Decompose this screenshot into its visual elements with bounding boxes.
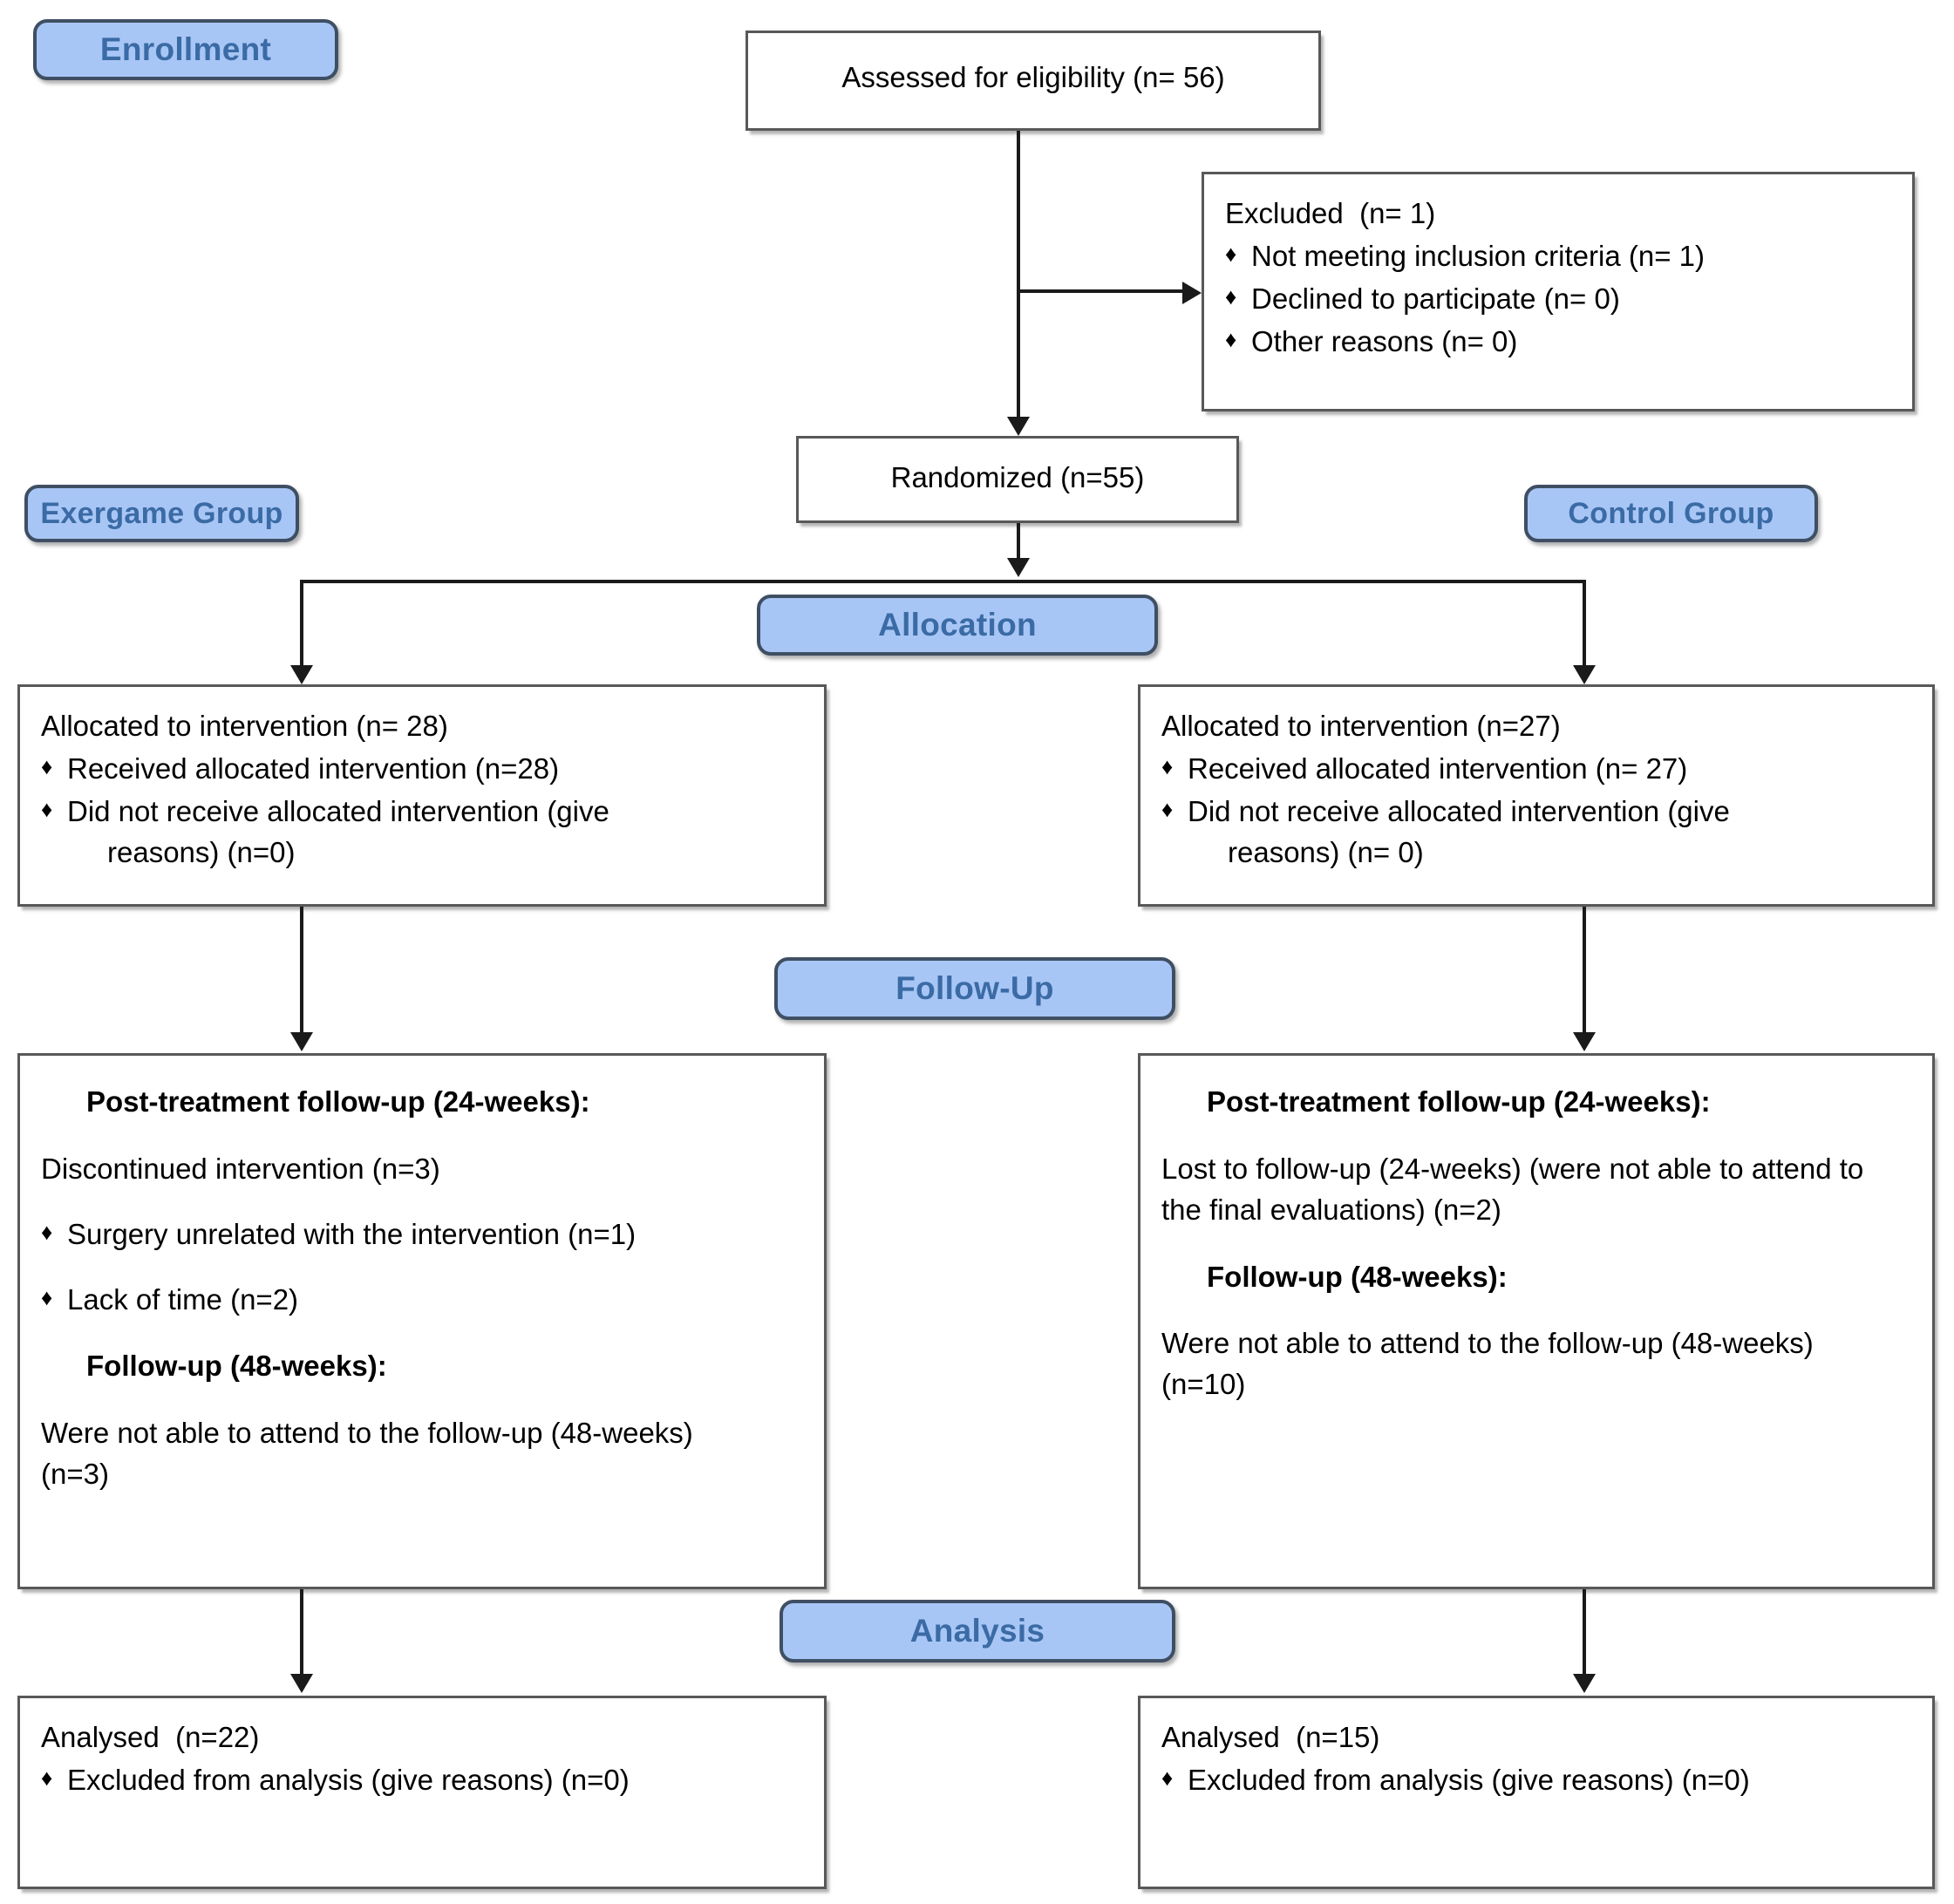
allocation-left-item: ♦ Did not receive allocated intervention… [41, 792, 803, 874]
arrowhead-into-randomized [1007, 417, 1030, 436]
box-analysis-right: Analysed (n=15) ♦ Excluded from analysis… [1138, 1696, 1935, 1889]
connector-split-bus [300, 580, 1586, 583]
box-randomized: Randomized (n=55) [796, 436, 1239, 523]
diamond-bullet-icon: ♦ [41, 752, 53, 779]
arrowhead-into-follow-up-right [1573, 1032, 1596, 1051]
diamond-bullet-icon: ♦ [1161, 1764, 1174, 1791]
follow-up-right-line-48: Were not able to attend to the follow-up… [1161, 1327, 1821, 1401]
excluded-reason-item: ♦ Not meeting inclusion criteria (n= 1) [1225, 236, 1891, 277]
allocation-left-item-continuation: reasons) (n=0) [107, 835, 296, 868]
connector-split-to-allocation-right [1583, 580, 1586, 665]
allocation-right-item-text: Did not receive allocated intervention (… [1188, 794, 1730, 827]
box-follow-up-left: Post-treatment follow-up (24-weeks): Dis… [17, 1053, 827, 1589]
excluded-reason-text: Declined to participate (n= 0) [1251, 282, 1620, 315]
follow-up-left-heading-48: Follow-up (48-weeks): [86, 1350, 387, 1383]
connector-follow-up-to-analysis-right [1583, 1589, 1586, 1676]
allocation-right-item-continuation: reasons) (n= 0) [1228, 835, 1424, 868]
arm-label-control: Control Group [1524, 485, 1818, 542]
follow-up-right-heading-48: Follow-up (48-weeks): [1207, 1260, 1508, 1293]
arm-label-control-text: Control Group [1568, 496, 1774, 530]
stage-label-follow-up-text: Follow-Up [895, 970, 1054, 1006]
follow-up-left-item-text: Surgery unrelated with the intervention … [67, 1217, 637, 1250]
connector-split-to-allocation-left [300, 580, 303, 665]
diamond-bullet-icon: ♦ [41, 1764, 53, 1791]
follow-up-left-item-text: Lack of time (n=2) [67, 1282, 299, 1316]
arrowhead-into-split-bus [1007, 558, 1030, 577]
stage-label-allocation-text: Allocation [878, 607, 1037, 643]
follow-up-left-item: ♦ Lack of time (n=2) [41, 1280, 803, 1321]
diamond-bullet-icon: ♦ [1225, 240, 1237, 267]
stage-label-enrollment-text: Enrollment [99, 31, 272, 67]
connector-assessed-to-randomized [1017, 131, 1020, 417]
allocation-left-item: ♦ Received allocated intervention (n=28) [41, 749, 803, 790]
arm-label-exergame-text: Exergame Group [40, 496, 283, 530]
allocation-right-heading: Allocated to intervention (n=27) [1161, 710, 1561, 742]
excluded-reason-item: ♦ Other reasons (n= 0) [1225, 322, 1891, 363]
allocation-left-item-text: Did not receive allocated intervention (… [67, 794, 609, 827]
box-assessed-for-eligibility: Assessed for eligibility (n= 56) [746, 31, 1321, 131]
arrowhead-into-analysis-left [290, 1674, 313, 1693]
stage-label-analysis: Analysis [780, 1600, 1175, 1663]
analysis-left-item: ♦ Excluded from analysis (give reasons) … [41, 1760, 803, 1801]
stage-label-allocation: Allocation [757, 595, 1158, 656]
diamond-bullet-icon: ♦ [41, 1218, 53, 1245]
allocation-right-item-text: Received allocated intervention (n= 27) [1188, 751, 1688, 785]
allocation-left-item-text: Received allocated intervention (n=28) [67, 751, 560, 785]
arm-label-exergame: Exergame Group [24, 485, 299, 542]
connector-follow-up-to-analysis-left [300, 1589, 303, 1676]
analysis-right-heading: Analysed (n=15) [1161, 1721, 1380, 1753]
follow-up-right-line-lost: Lost to follow-up (24-weeks) (were not a… [1161, 1152, 1872, 1226]
connector-assessed-to-excluded [1017, 289, 1182, 293]
excluded-heading: Excluded (n= 1) [1225, 197, 1436, 229]
diamond-bullet-icon: ♦ [1161, 752, 1174, 779]
allocation-left-heading: Allocated to intervention (n= 28) [41, 710, 448, 742]
connector-randomized-down [1017, 523, 1020, 560]
diamond-bullet-icon: ♦ [41, 795, 53, 822]
stage-label-enrollment: Enrollment [33, 19, 338, 80]
arrowhead-into-analysis-right [1573, 1674, 1596, 1693]
excluded-reason-item: ♦ Declined to participate (n= 0) [1225, 279, 1891, 320]
connector-allocation-to-follow-up-left [300, 907, 303, 1032]
randomized-text: Randomized (n=55) [890, 461, 1145, 493]
analysis-right-item: ♦ Excluded from analysis (give reasons) … [1161, 1760, 1911, 1801]
follow-up-left-heading-24: Post-treatment follow-up (24-weeks): [86, 1085, 590, 1118]
arrowhead-into-allocation-right [1573, 665, 1596, 684]
analysis-right-item-text: Excluded from analysis (give reasons) (n… [1188, 1763, 1750, 1796]
stage-label-follow-up: Follow-Up [774, 957, 1175, 1020]
diamond-bullet-icon: ♦ [1225, 282, 1237, 309]
diamond-bullet-icon: ♦ [41, 1283, 53, 1310]
diamond-bullet-icon: ♦ [1225, 325, 1237, 352]
follow-up-left-item: ♦ Surgery unrelated with the interventio… [41, 1214, 803, 1255]
diamond-bullet-icon: ♦ [1161, 795, 1174, 822]
assessed-text: Assessed for eligibility (n= 56) [841, 61, 1225, 93]
follow-up-right-heading-24: Post-treatment follow-up (24-weeks): [1207, 1085, 1711, 1118]
arrowhead-into-follow-up-left [290, 1032, 313, 1051]
box-analysis-left: Analysed (n=22) ♦ Excluded from analysis… [17, 1696, 827, 1889]
analysis-left-heading: Analysed (n=22) [41, 1721, 260, 1753]
box-follow-up-right: Post-treatment follow-up (24-weeks): Los… [1138, 1053, 1935, 1589]
stage-label-analysis-text: Analysis [909, 1613, 1045, 1649]
excluded-reason-text: Other reasons (n= 0) [1251, 324, 1518, 357]
follow-up-left-discontinued: Discontinued intervention (n=3) [41, 1152, 440, 1185]
arrowhead-into-allocation-left [290, 665, 313, 684]
box-allocation-left: Allocated to intervention (n= 28) ♦ Rece… [17, 684, 827, 907]
arrowhead-into-excluded [1182, 282, 1202, 304]
excluded-reason-text: Not meeting inclusion criteria (n= 1) [1251, 239, 1705, 272]
allocation-right-item: ♦ Did not receive allocated intervention… [1161, 792, 1911, 874]
connector-allocation-to-follow-up-right [1583, 907, 1586, 1032]
follow-up-left-line-48: Were not able to attend to the follow-up… [41, 1417, 701, 1491]
box-allocation-right: Allocated to intervention (n=27) ♦ Recei… [1138, 684, 1935, 907]
allocation-right-item: ♦ Received allocated intervention (n= 27… [1161, 749, 1911, 790]
analysis-left-item-text: Excluded from analysis (give reasons) (n… [67, 1763, 630, 1796]
box-excluded: Excluded (n= 1) ♦ Not meeting inclusion … [1202, 172, 1915, 411]
